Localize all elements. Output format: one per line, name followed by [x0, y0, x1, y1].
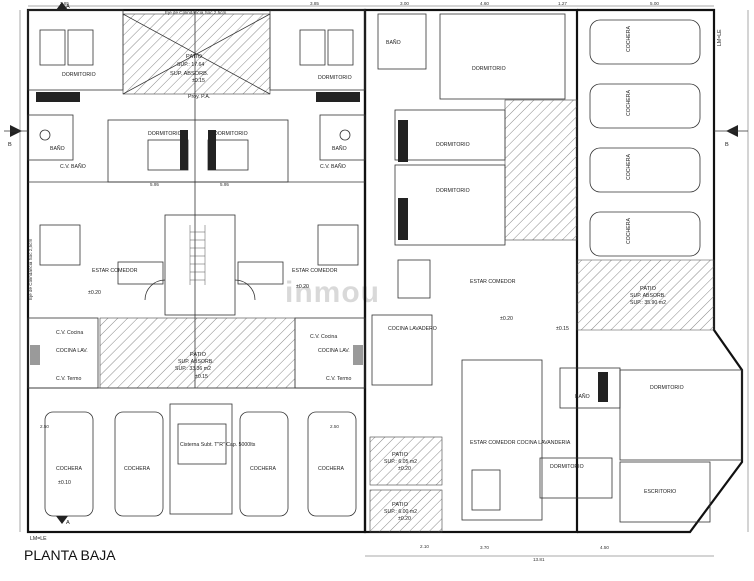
patio-5-name: PATIO: [392, 502, 409, 508]
patio-4-sup: SUP.: 6.05 m2: [384, 459, 417, 465]
dim-top-c: 1.27: [558, 1, 567, 6]
patio-4-level: ±0.20: [398, 466, 411, 472]
patio-1-absorb: SUP. ABSORB.: [170, 71, 209, 77]
room-cocina-lav-2: COCINA LAV.: [318, 348, 350, 354]
room-cv-cocina-2: C.V. Cocina: [310, 334, 337, 340]
patio-2-sup: SUP. ABSORB.: [178, 359, 214, 365]
dim-top-b: 4.60: [480, 1, 489, 6]
room-cocina-lavadero: COCINA LAVADERO: [388, 326, 437, 332]
room-dormitorio-m3: DORMITORIO: [436, 188, 470, 194]
block-mid-left: [39, 214, 359, 316]
level-010: ±0.10: [58, 480, 71, 486]
room-dormitorio-r2: DORMITORIO: [550, 464, 584, 470]
cochera-1-label: COCHERA: [56, 466, 82, 472]
page-title: PLANTA BAJA: [24, 547, 116, 563]
room-estar-comedor-cocina: ESTAR COMEDOR COCINA LAVANDERIA: [470, 440, 571, 446]
section-markers: [4, 2, 748, 524]
block-middle: [369, 13, 578, 533]
room-bano-1: BAÑO: [50, 145, 65, 152]
dim-top-a: 3.00: [400, 1, 409, 6]
room-dormitorio-1: DORMITORIO: [62, 72, 96, 78]
dimension-lines: 3.85 3.85 3.00 4.60 1.27 5.00 13.81 3.70…: [19, 1, 749, 562]
room-dormitorio-2: DORMITORIO: [318, 75, 352, 81]
room-cv-cocina-1: C.V. Cocina: [56, 330, 83, 336]
dim-bottom-total: 13.81: [533, 557, 545, 562]
section-mark-right: B: [725, 142, 729, 148]
dim-right-top: 3.85: [310, 1, 319, 6]
level-020-a: ±0.20: [88, 290, 101, 296]
prop-label: Proy. P.A.: [188, 94, 210, 100]
dim-cochera-b: 2.50: [330, 424, 339, 429]
line-mark-right: LM=LE: [717, 29, 723, 46]
patio-4-area: [369, 436, 443, 486]
room-escritorio: ESCRITORIO: [644, 489, 676, 495]
axis-top-label: Eje de Colindancia Soc 2,5cm: [165, 10, 226, 15]
dim-top-d: 5.00: [650, 1, 659, 6]
room-cv-bano-2: C.V. BAÑO: [320, 163, 346, 170]
room-dormitorio-m2: DORMITORIO: [436, 142, 470, 148]
section-mark-left: B: [8, 142, 12, 148]
patio-middle-area: [504, 99, 578, 241]
cochera-4-label: COCHERA: [318, 466, 344, 472]
dim-mid-b: 5.95: [220, 182, 229, 187]
room-cocina-lav-1: COCINA LAV.: [56, 348, 88, 354]
room-estar-comedor-2: ESTAR COMEDOR: [292, 268, 338, 274]
cisterna-label: Cisterna Subt. T"R" Cap. 5000lts: [180, 442, 256, 448]
level-015: ±0.15: [556, 326, 569, 332]
patio-2-area: [99, 317, 296, 389]
room-bano-m: BAÑO: [386, 39, 401, 46]
dim-bottom-b: 4.50: [600, 545, 609, 550]
section-mark-top: A: [66, 4, 70, 10]
patio-2-name: PATIO: [190, 352, 207, 358]
room-estar-comedor-1: ESTAR COMEDOR: [92, 268, 138, 274]
patio-2-level: ±0.15: [195, 374, 208, 380]
stairs: [189, 225, 206, 285]
dim-mid-a: 5.95: [150, 182, 159, 187]
patio-3-area: [576, 259, 715, 331]
block-cocina-left: [27, 317, 366, 389]
room-cv-termo-2: C.V. Termo: [326, 376, 351, 382]
level-020-b: ±0.20: [296, 284, 309, 290]
room-cv-bano-1: C.V. BAÑO: [60, 163, 86, 170]
patio-2-absorb: SUP.: 33.36 m2: [175, 366, 211, 372]
axis-left-label: Eje de Colindancia Soc 2,5cm: [28, 239, 33, 300]
room-dormitorio-3: DORMITORIO: [148, 131, 182, 137]
room-dormitorio-r1: DORMITORIO: [650, 385, 684, 391]
room-dormitorio-m1: DORMITORIO: [472, 66, 506, 72]
patio-5-level: ±0.20: [398, 516, 411, 522]
section-mark-bottom: A: [66, 520, 70, 526]
room-dormitorio-4: DORMITORIO: [214, 131, 248, 137]
dim-left-top: 3.85: [60, 1, 69, 6]
patio-1-name: PATIO: [186, 54, 203, 60]
patio-3-sup: SUP. ABSORB.: [630, 293, 666, 299]
block-top-left: [27, 9, 366, 183]
line-mark-bottom: LM=LE: [30, 536, 47, 542]
dim-bottom-a: 3.70: [480, 545, 489, 550]
room-estar-comedor-m: ESTAR COMEDOR: [470, 279, 516, 285]
patio-1-level: ±0.15: [192, 78, 205, 84]
patio-1-sup: SUP.: 17.64: [177, 62, 204, 68]
room-cv-termo-1: C.V. Termo: [56, 376, 81, 382]
watermark: inmou: [285, 276, 380, 309]
cochera-2-label: COCHERA: [124, 466, 150, 472]
cochera-right-3: COCHERA: [626, 154, 632, 180]
cochera-right-4: COCHERA: [626, 218, 632, 244]
room-bano-r: BAÑO: [575, 393, 590, 400]
cochera-3-label: COCHERA: [250, 466, 276, 472]
cochera-right-2: COCHERA: [626, 90, 632, 116]
patio-3-absorb: SUP.: 35.90 m2: [630, 300, 666, 306]
cochera-right-1: COCHERA: [626, 26, 632, 52]
dim-bottom-c: 2.10: [420, 544, 429, 549]
block-right: [539, 19, 743, 523]
patio-3-name: PATIO: [640, 286, 657, 292]
patio-5-sup: SUP.: 6.00 m2: [384, 509, 417, 515]
cocheras-bottom: [44, 403, 357, 517]
patio-5-area: [369, 489, 443, 533]
level-020-c: ±0.20: [500, 316, 513, 322]
room-bano-2: BAÑO: [332, 145, 347, 152]
patio-4-name: PATIO: [392, 452, 409, 458]
